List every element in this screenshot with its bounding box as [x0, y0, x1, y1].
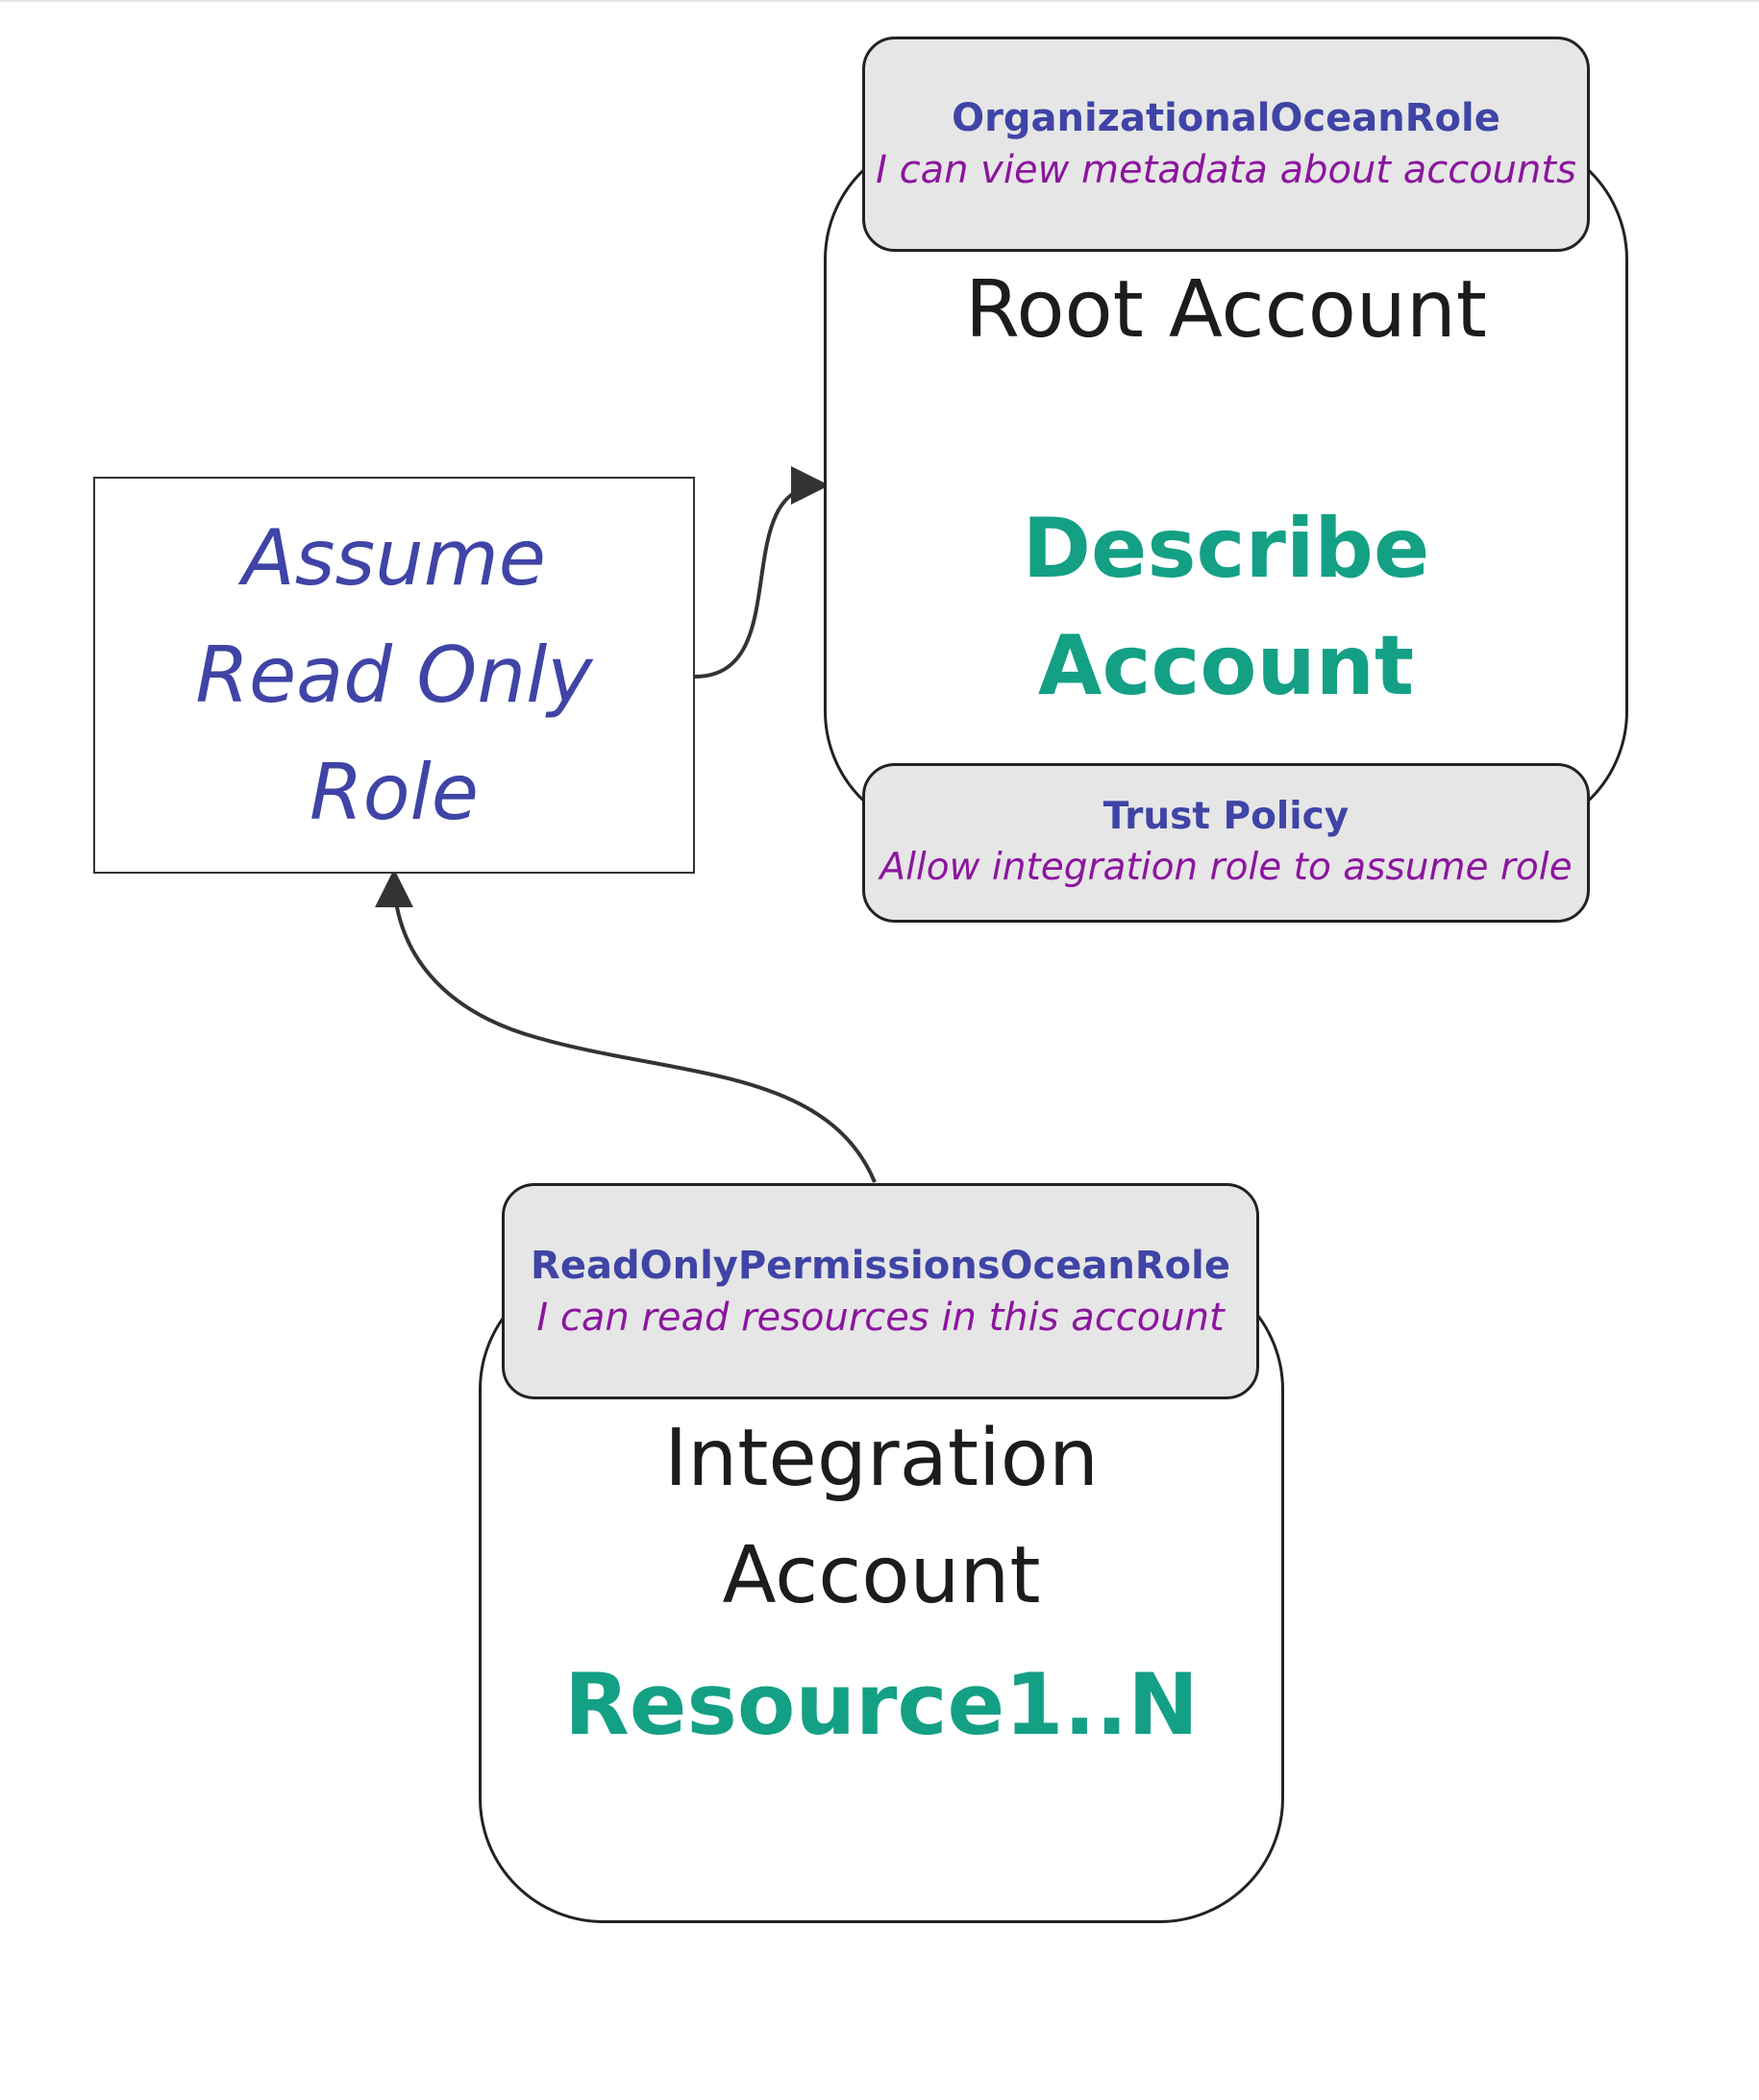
integration-account-title-line-2: Account	[722, 1530, 1041, 1621]
readonly-role-description: I can read resources in this account	[536, 1295, 1225, 1340]
describe-account-line-1: Describe	[1022, 501, 1430, 597]
assume-read-only-role-box: Assume Read Only Role	[93, 477, 695, 874]
organizational-role-box: OrganizationalOceanRole I can view metad…	[862, 37, 1590, 252]
arrow-assume-to-root	[694, 466, 830, 679]
trust-policy-name: Trust Policy	[1102, 795, 1350, 839]
arrow-integration-to-assume	[375, 869, 877, 1183]
trust-policy-box: Trust Policy Allow integration role to a…	[862, 763, 1590, 923]
integration-account-title-line-1: Integration	[664, 1413, 1099, 1504]
readonly-role-name: ReadOnlyPermissionsOceanRole	[531, 1243, 1230, 1288]
describe-account-resource: Describe Account	[824, 490, 1628, 725]
organizational-role-name: OrganizationalOceanRole	[952, 96, 1500, 140]
assume-line-2: Read Only	[195, 630, 593, 720]
assume-line-3: Role	[310, 747, 479, 837]
top-border-line	[0, 0, 1759, 2]
organizational-role-description: I can view metadata about accounts	[876, 148, 1576, 192]
describe-account-line-2: Account	[1037, 618, 1415, 715]
readonly-permissions-role-box: ReadOnlyPermissionsOceanRole I can read …	[502, 1183, 1259, 1399]
trust-policy-description: Allow integration role to assume role	[880, 846, 1573, 889]
integration-resources: Resource1..N	[564, 1655, 1199, 1754]
assume-line-1: Assume	[242, 512, 546, 603]
root-account-title: Root Account	[965, 264, 1487, 356]
